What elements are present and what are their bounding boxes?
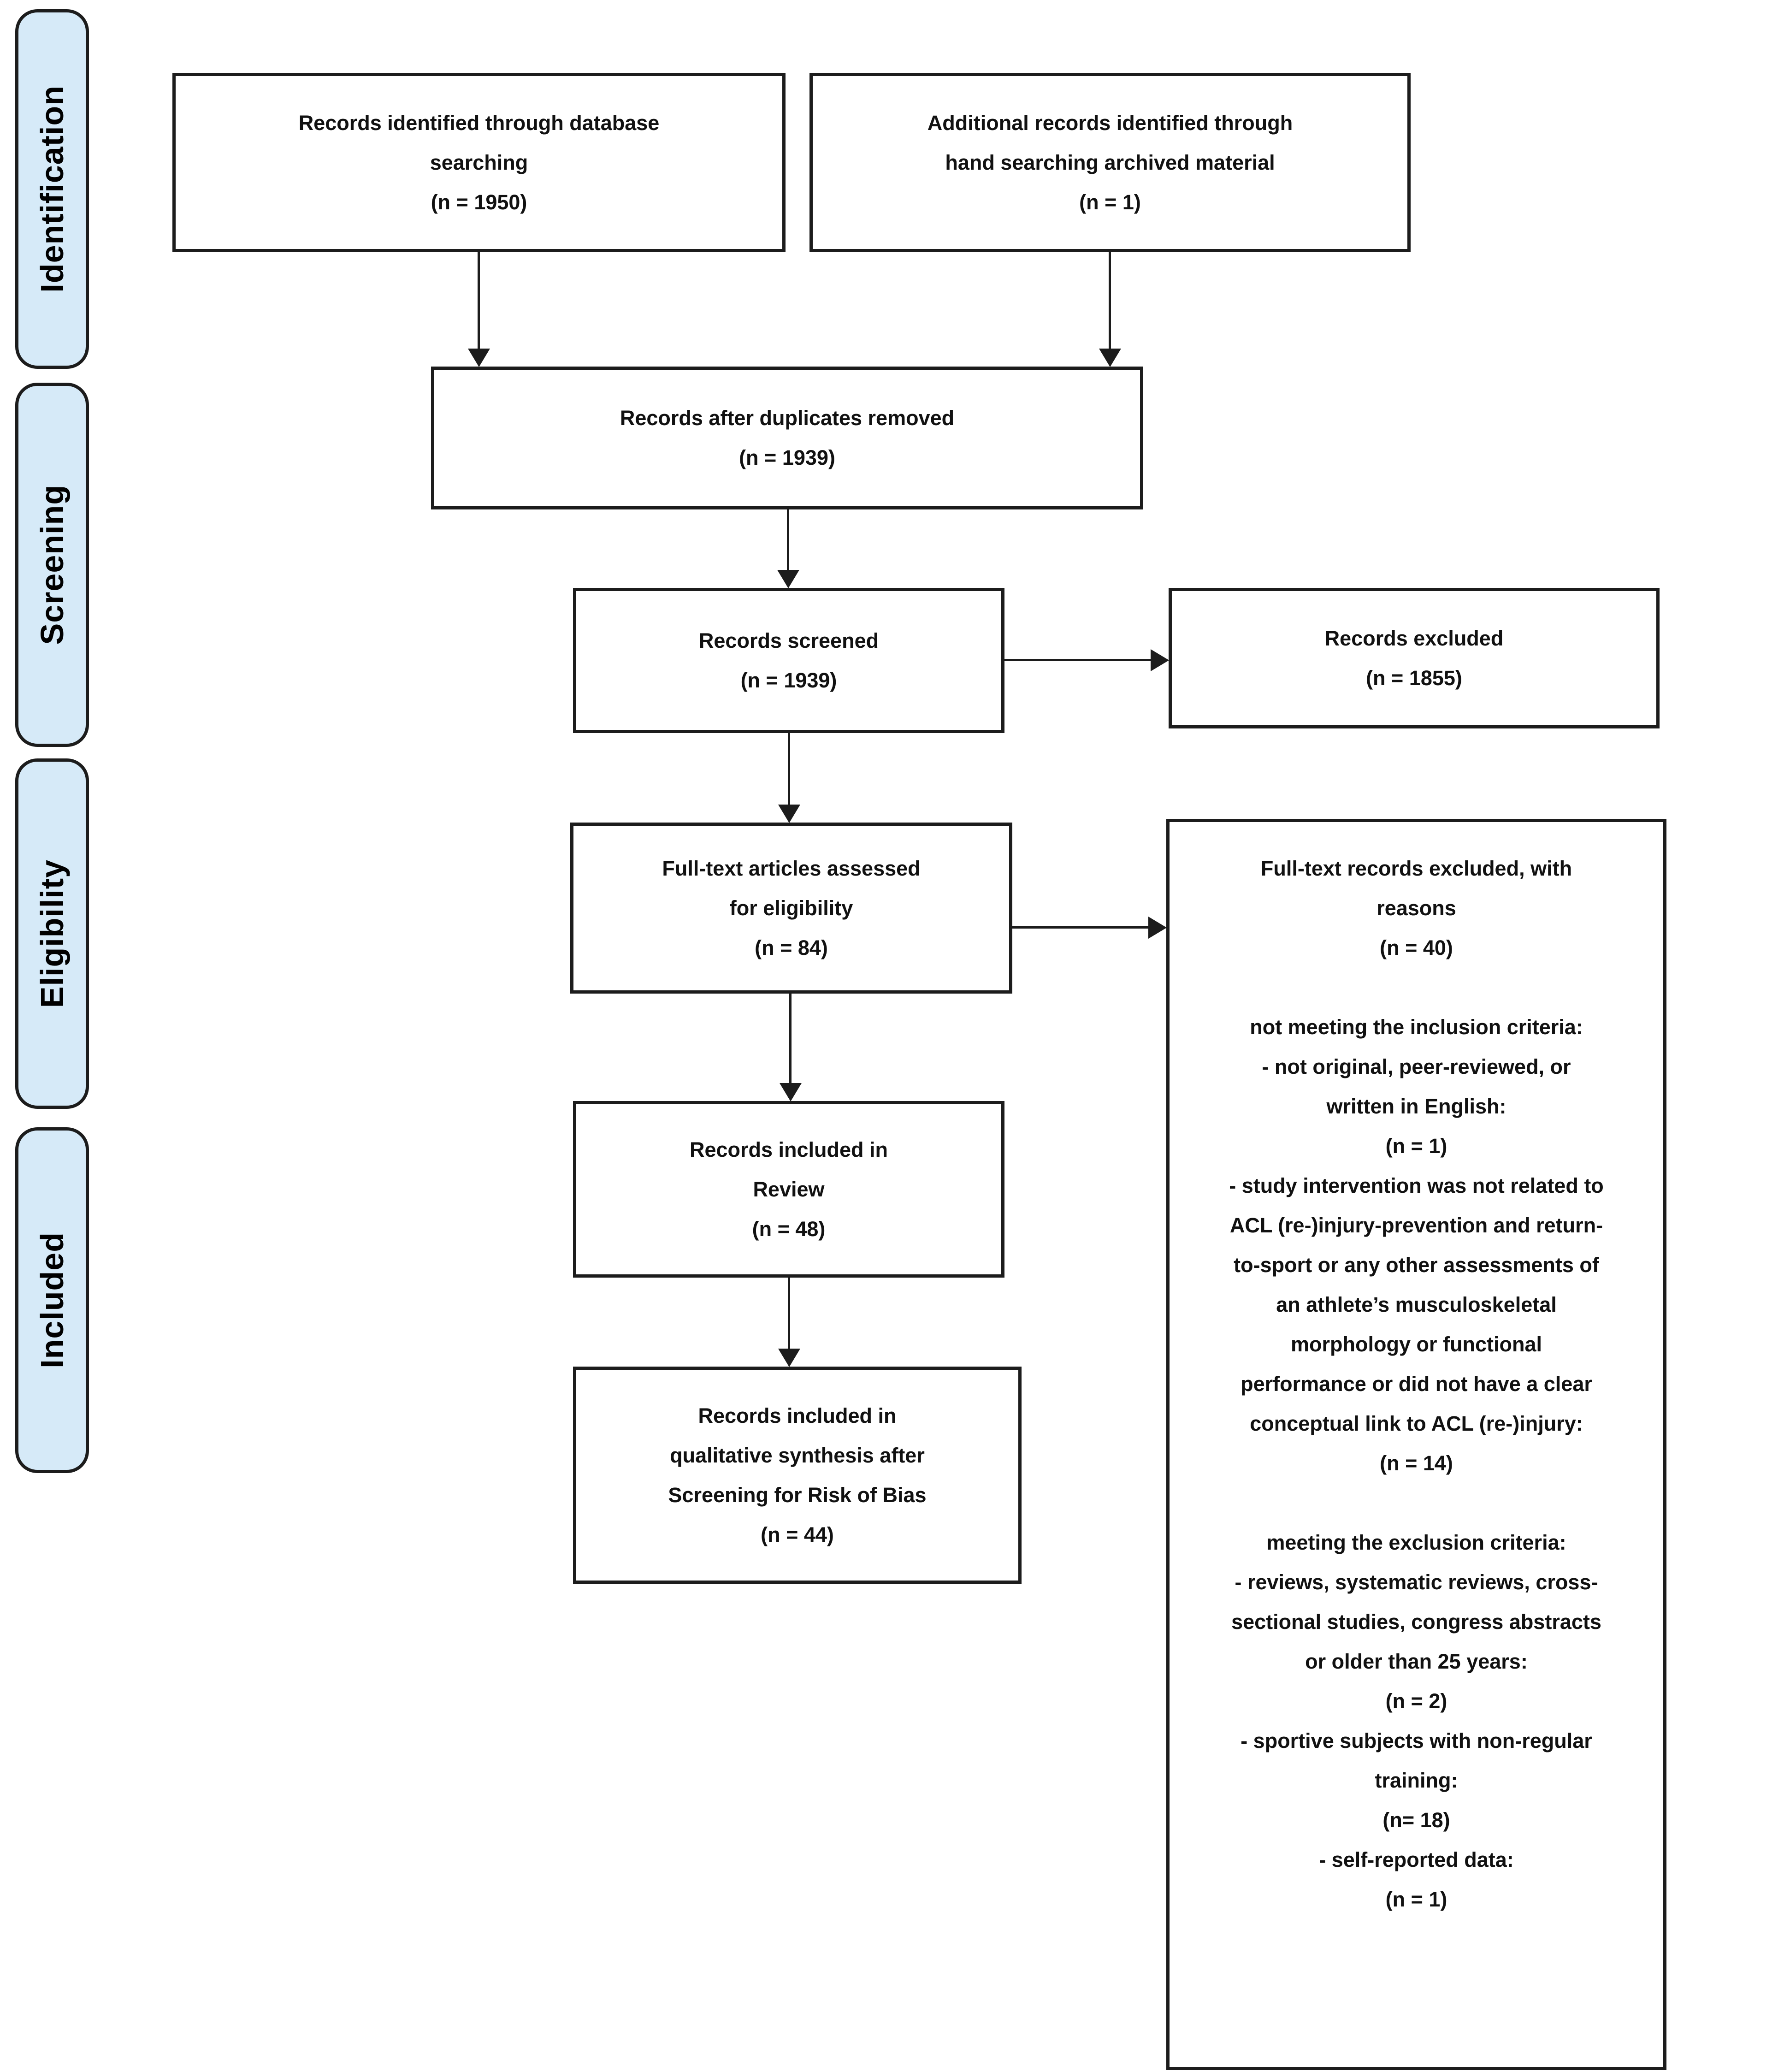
arrow-dedup-to-screened-line xyxy=(787,509,789,570)
fulltext-excluded-inclusion-reasons: not meeting the inclusion criteria: - no… xyxy=(1229,1015,1604,1475)
stage-screening: Screening xyxy=(15,383,89,747)
arrow-fulltext-to-review-head-icon xyxy=(780,1083,802,1101)
box-included-review-text: Records included in Review (n = 48) xyxy=(689,1137,888,1241)
arrow-screened-to-excluded-line xyxy=(1004,659,1151,661)
box-included-review: Records included in Review (n = 48) xyxy=(573,1101,1004,1278)
arrow-screened-to-fulltext-head-icon xyxy=(778,805,800,823)
box-fulltext-assessed: Full-text articles assessed for eligibil… xyxy=(570,823,1012,994)
box-records-excluded: Records excluded (n = 1855) xyxy=(1169,588,1660,728)
arrow-review-to-qualitative-line xyxy=(788,1278,790,1349)
box-records-excluded-text: Records excluded (n = 1855) xyxy=(1324,626,1504,690)
stage-eligibility: Eligibility xyxy=(15,758,89,1109)
box-qualitative-synthesis-text: Records included in qualitative synthesi… xyxy=(668,1403,927,1546)
stage-eligibility-label: Eligibility xyxy=(34,859,70,1008)
box-fulltext-excluded: Full-text records excluded, with reasons… xyxy=(1166,819,1666,2070)
box-duplicates-removed: Records after duplicates removed (n = 19… xyxy=(431,367,1143,509)
arrow-fulltext-to-review-line xyxy=(789,994,792,1083)
arrow-review-to-qualitative-head-icon xyxy=(778,1349,800,1367)
arrow-identified-to-dedup-line xyxy=(478,252,480,349)
arrow-screened-to-fulltext-line xyxy=(788,733,790,805)
fulltext-excluded-exclusion-reasons: meeting the exclusion criteria: - review… xyxy=(1231,1531,1601,1911)
box-records-screened: Records screened (n = 1939) xyxy=(573,588,1004,733)
arrow-screened-to-excluded-head-icon xyxy=(1151,649,1169,671)
stage-identification: Identification xyxy=(15,9,89,369)
box-additional-records-text: Additional records identified through ha… xyxy=(927,111,1293,214)
box-additional-records: Additional records identified through ha… xyxy=(809,73,1411,252)
stage-identification-label: Identification xyxy=(34,85,70,293)
box-qualitative-synthesis: Records included in qualitative synthesi… xyxy=(573,1367,1022,1584)
stage-included: Included xyxy=(15,1127,89,1473)
box-duplicates-removed-text: Records after duplicates removed (n = 19… xyxy=(620,406,955,469)
stage-screening-label: Screening xyxy=(34,485,70,645)
box-fulltext-assessed-text: Full-text articles assessed for eligibil… xyxy=(662,856,921,959)
arrow-fulltext-to-excluded-line xyxy=(1012,926,1149,929)
box-records-identified-text: Records identified through database sear… xyxy=(298,111,660,214)
arrow-dedup-to-screened-head-icon xyxy=(777,570,799,588)
arrow-identified-to-dedup-head-icon xyxy=(468,349,490,367)
arrow-additional-to-dedup-line xyxy=(1109,252,1111,349)
arrow-fulltext-to-excluded-head-icon xyxy=(1148,917,1167,939)
stage-included-label: Included xyxy=(34,1232,70,1368)
arrow-additional-to-dedup-head-icon xyxy=(1099,349,1121,367)
fulltext-excluded-header: Full-text records excluded, with reasons… xyxy=(1260,857,1572,959)
box-records-screened-text: Records screened (n = 1939) xyxy=(698,628,879,692)
box-records-identified: Records identified through database sear… xyxy=(172,73,786,252)
